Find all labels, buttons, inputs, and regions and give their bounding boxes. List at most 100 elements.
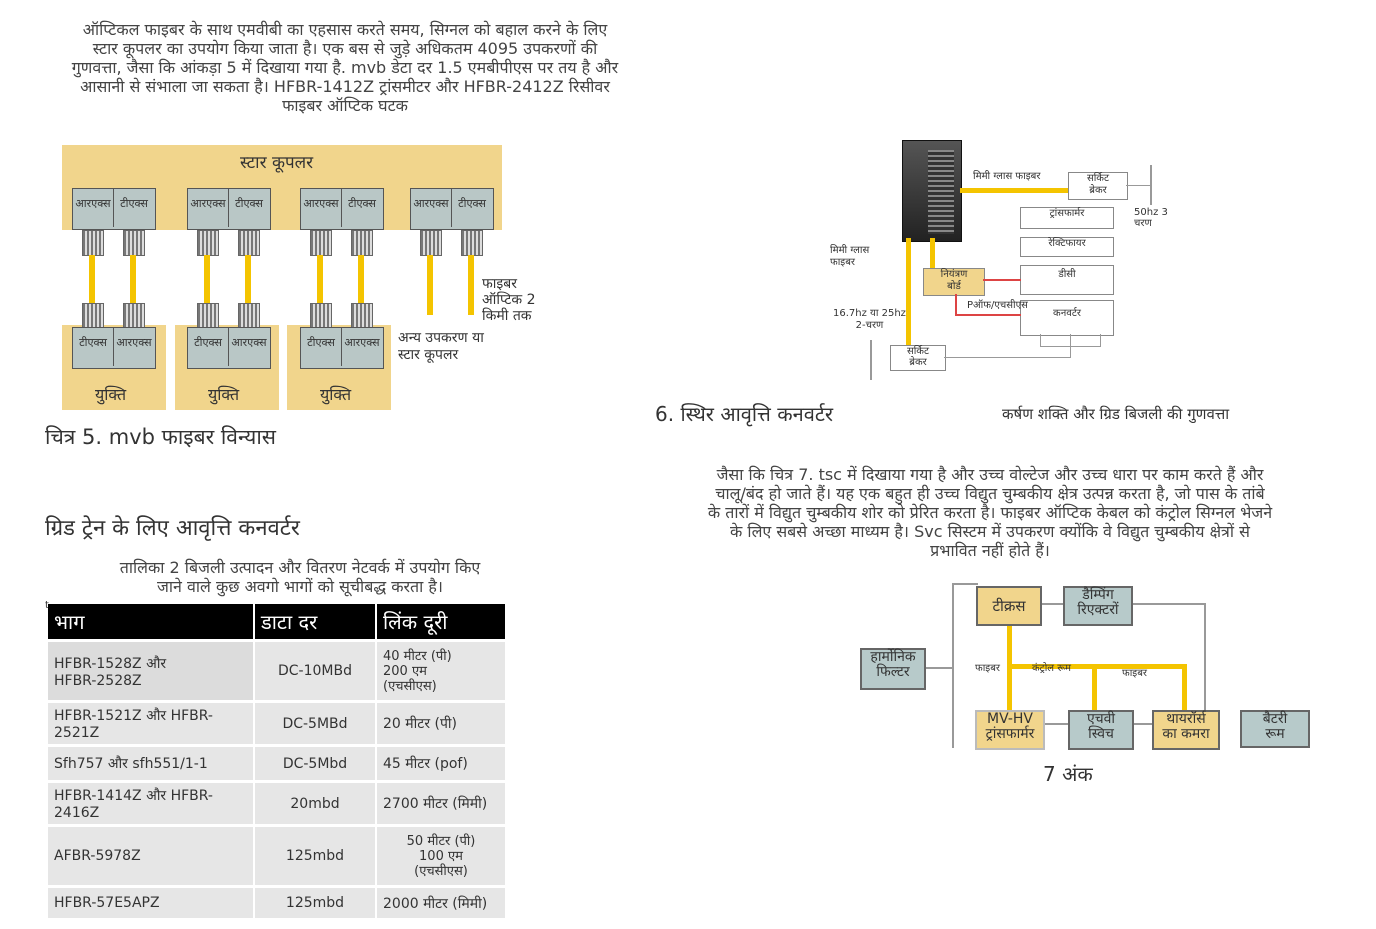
intro-line: ऑप्टिकल फाइबर के साथ एमवीबी का एहसास करत… [82, 20, 608, 39]
part-line: HFBR-57E5APZ [54, 895, 160, 911]
grid-link [1126, 185, 1151, 186]
fiber-line [204, 255, 210, 303]
part-line: AFBR-5978Z [54, 848, 141, 864]
harmonic-line: हार्मोनिक [870, 649, 916, 665]
control-board-line: बोर्ड [947, 281, 961, 292]
tcr-box: टीक्रस [976, 586, 1042, 626]
device-label: युक्ति [320, 385, 352, 404]
return-line [1100, 334, 1101, 347]
fiber-line [960, 188, 1072, 193]
other-note-line: स्टार कूपलर [398, 347, 459, 363]
part-line: HFBR-1521Z और HFBR-2521Z [54, 708, 213, 741]
para2-line: चालू/बंद हो जाते हैं। यह एक बहुत ही उच्च… [715, 484, 1265, 503]
table-intro: तालिका 2 बिजली उत्पादन और वितरण नेटवर्क … [90, 558, 510, 596]
grid-bus [1150, 165, 1152, 205]
figure6-caption: 6. स्थिर आवृत्ति कनवर्टर [655, 402, 834, 426]
bottom-port-pair: टीएक्स आरएक्स [187, 327, 271, 369]
hz50-label: 50hz 3 चरण [1134, 207, 1168, 229]
header-part: भाग [48, 604, 253, 639]
dist-cell: 45 मीटर (pof) [377, 747, 505, 780]
rx-label: आरएक्स [73, 189, 114, 227]
intro-line: गुणवत्ता, जैसा कि आंकड़ा 5 में दिखाया गय… [71, 58, 619, 77]
top-port-pair: आरएक्स टीएक्स [410, 188, 494, 230]
dist-line: 20 मीटर (पी) [383, 716, 457, 732]
figure7-caption: 7 अंक [1043, 762, 1093, 786]
connector [197, 303, 219, 329]
connector [238, 230, 260, 256]
server-rack-icon [902, 140, 962, 242]
table-row: AFBR-5978Z 125mbd 50 मीटर (पी) 100 एम (ए… [48, 827, 505, 885]
thyristor-line: थायरॉर्स [1166, 711, 1206, 727]
hz50-line: चरण [1134, 218, 1152, 229]
top-port-pair: आरएक्स टीएक्स [72, 188, 156, 230]
cb-line: सर्किट [906, 346, 930, 357]
rx-label: आरएक्स [411, 189, 452, 227]
dist-cell: 2700 मीटर (मिमी) [377, 783, 505, 824]
fiber-line [130, 255, 136, 303]
cb-line: सर्किट [1086, 173, 1110, 184]
part-cell: HFBR-1521Z और HFBR-2521Z [48, 703, 253, 744]
tx-label: टीएक्स [120, 197, 148, 210]
fiber-line [1007, 625, 1012, 713]
connector [461, 230, 483, 256]
connector [238, 303, 260, 329]
rate-cell: DC-5MBd [255, 703, 375, 744]
table-intro-line: जाने वाले कुछ अवगो भागों को सूचीबद्ध करत… [157, 577, 443, 596]
circuit-breaker-top: सर्किट ब्रेकर [1068, 172, 1128, 200]
damping-line: रिएक्टरों [1077, 602, 1119, 618]
battery-line: रूम [1265, 726, 1285, 742]
fiber-line [1007, 664, 1187, 669]
fiber-left-line: मिमी ग्लास [830, 245, 870, 256]
table-corner-mark: t [45, 600, 49, 611]
connector [310, 303, 332, 329]
section-heading: ग्रिड ट्रेन के लिए आवृत्ति कनवर्टर [45, 516, 300, 541]
bus-line [1040, 723, 1070, 725]
fiber-line [1092, 664, 1097, 712]
server-rack-front [928, 150, 954, 234]
bus-line [1040, 603, 1064, 605]
dist-line: 200 एम [383, 663, 427, 679]
dist-line: 2700 मीटर (मिमी) [383, 796, 488, 812]
dist-line: 40 मीटर (पी) [383, 648, 452, 664]
para2-line: के लिए सबसे अच्छा माध्यम है। Svc सिस्टम … [730, 522, 1250, 541]
fiber-line [906, 238, 911, 363]
tx-label: टीएक्स [235, 197, 263, 210]
connector [197, 230, 219, 256]
tx-label: टीएक्स [301, 328, 342, 366]
dist-line: 2000 मीटर (मिमी) [383, 895, 488, 912]
fiber-left-line: फाइबर [830, 257, 856, 268]
mv-hv-transformer-box: MV-HV ट्रांसफार्मर [975, 710, 1045, 750]
device-label: युक्ति [95, 385, 127, 404]
fiber-line [317, 255, 323, 303]
bus-line [952, 583, 954, 748]
part-line: HFBR-1414Z और HFBR-2416Z [54, 788, 213, 821]
fiber-line [468, 255, 474, 315]
battery-room-box: बैटरी रूम [1240, 710, 1310, 748]
intro-line: स्टार कूपलर का उपयोग किया जाता है। एक बस… [92, 39, 598, 58]
other-note-line: अन्य उपकरण या [398, 330, 484, 346]
fiber-left-label: मिमी ग्लास फाइबर [830, 245, 869, 269]
device-label: युक्ति [208, 385, 240, 404]
figure6-caption-right: कर्षण शक्ति और ग्रिड बिजली की गुणवत्ता [1002, 405, 1230, 423]
rate-cell: DC-10MBd [255, 642, 375, 700]
hz16-line: 2-चरण [855, 320, 884, 331]
tx-label: टीएक्स [73, 328, 114, 366]
parts-table: भाग डाटा दर लिंक दूरी HFBR-1528Z और HFBR… [46, 601, 507, 921]
dist-cell: 40 मीटर (पी) 200 एम (एचसीएस) [377, 642, 505, 700]
part-cell: HFBR-1414Z और HFBR-2416Z [48, 783, 253, 824]
connector [420, 230, 442, 256]
table-row: Sfh757 और sfh551/1-1 DC-5Mbd 45 मीटर (po… [48, 747, 505, 780]
circuit-breaker-bottom: सर्किट ब्रेकर [890, 345, 946, 371]
return-line [1040, 334, 1041, 346]
part-cell: AFBR-5978Z [48, 827, 253, 885]
table-row: HFBR-57E5APZ 125mbd 2000 मीटर (मिमी) [48, 888, 505, 918]
rx-label: आरएक्स [188, 189, 229, 227]
rate-cell: 125mbd [255, 888, 375, 918]
rx-label: आरएक्स [344, 336, 380, 349]
hv-switch-box: एचवी स्विच [1068, 710, 1134, 750]
connector [123, 230, 145, 256]
rx-label: आरएक्स [231, 336, 267, 349]
intro-line: फाइबर ऑप्टिक घटक [282, 96, 408, 115]
tx-label: टीएक्स [348, 197, 376, 210]
table-row: HFBR-1414Z और HFBR-2416Z 20mbd 2700 मीटर… [48, 783, 505, 824]
